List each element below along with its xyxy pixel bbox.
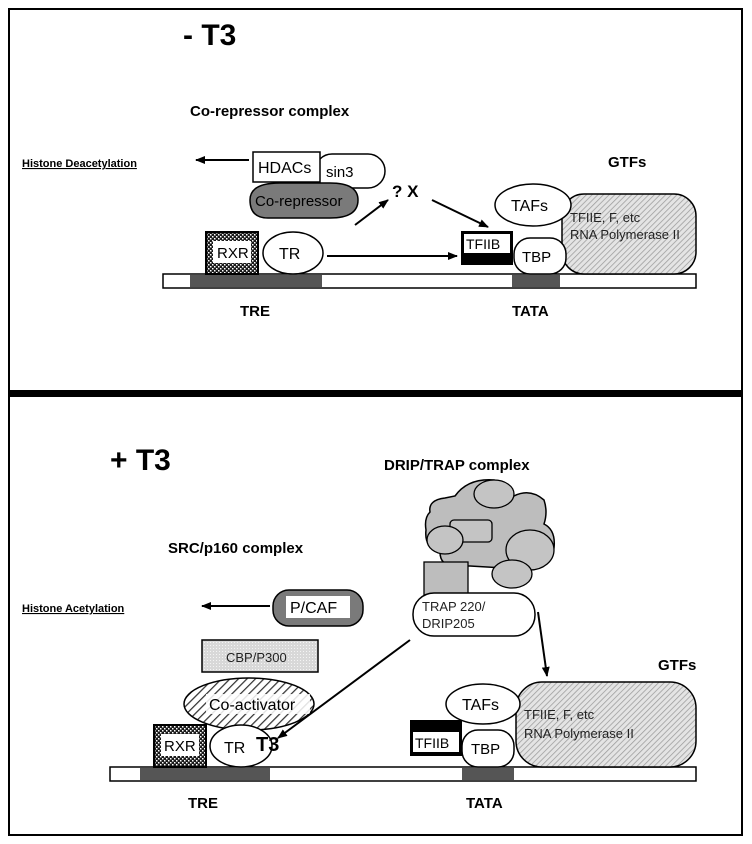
tfiib-label: TFIIB [466, 236, 500, 252]
question-x-label: ? X [392, 182, 419, 201]
tbp-label: TBP [522, 249, 551, 266]
tbp-shape [513, 237, 567, 275]
tata-label: TATA [512, 303, 549, 320]
tfiie-line1: TFIIE, F, etc [524, 707, 595, 722]
tfiie-line2: RNA Polymerase II [524, 726, 634, 741]
drip-subunit [491, 559, 533, 589]
tata-label: TATA [466, 795, 503, 812]
corepressor-label: Co-repressor [255, 193, 343, 210]
trap-to-tr-arrow [277, 639, 411, 739]
tr-label: TR [224, 740, 245, 757]
tafs-label: TAFs [462, 697, 499, 714]
tata-element [512, 275, 560, 287]
pcaf-label-bg [286, 596, 350, 618]
coactivator-label-bg [206, 694, 310, 714]
tafs-shape [494, 183, 572, 227]
trap220-drip205-shape [412, 592, 536, 637]
sin3-label: sin3 [326, 164, 354, 181]
tafs-shape [445, 683, 521, 725]
trap220-line1: TRAP 220/ [422, 599, 486, 614]
gtfs-label: GTFs [608, 154, 646, 171]
drip-subunit [423, 561, 469, 597]
trap-to-polymerase-arrow [537, 611, 550, 677]
tfiib-label: TFIIB [415, 735, 449, 751]
tfiib-label-bg [464, 234, 510, 253]
drip-subunit [473, 479, 515, 509]
tfiib-label-bg [413, 732, 459, 752]
tr-shape [262, 231, 324, 275]
panel-divider [9, 390, 742, 397]
tafs-label: TAFs [511, 198, 548, 215]
corepressor-shape [249, 182, 359, 219]
drip-trap-title: DRIP/TRAP complex [384, 457, 530, 474]
cbp-p300-box [201, 639, 319, 673]
panel-minus-t3: - T3 Co-repressor complex TRE TATA Histo… [22, 19, 697, 320]
coactivator-label: Co-activator [209, 697, 296, 714]
tre-element [190, 275, 322, 287]
rxr-label: RXR [164, 738, 196, 755]
condition-title: + T3 [110, 444, 171, 477]
tre-element [140, 768, 270, 780]
tre-label: TRE [240, 303, 270, 320]
hdacs-label: HDACs [258, 160, 311, 177]
hdacs-box [252, 151, 321, 183]
tr-label: TR [279, 246, 300, 263]
gtfs-label: GTFs [658, 657, 696, 674]
tfiie-line1: TFIIE, F, etc [570, 210, 641, 225]
tata-element [462, 768, 514, 780]
corepressor-block-arrow [354, 199, 389, 226]
histone-deacetylation-label: Histone Deacetylation [22, 158, 137, 170]
tfiie-line2: RNA Polymerase II [570, 227, 680, 242]
condition-title: - T3 [183, 19, 236, 52]
src-p160-title: SRC/p160 complex [168, 540, 304, 557]
drip-trap-complex [423, 479, 556, 597]
tfiie-polymerase-box [515, 681, 697, 768]
tbp-label: TBP [471, 741, 500, 758]
cbp-p300-label: CBP/P300 [226, 650, 287, 665]
rxr-label-bg [161, 734, 199, 756]
tr-shape [209, 724, 273, 768]
outer-frame [8, 8, 743, 836]
t3-label: T3 [256, 734, 279, 756]
rxr-label: RXR [217, 245, 249, 262]
corepressor-complex-title: Co-repressor complex [190, 103, 350, 120]
histone-acetylation-label: Histone Acetylation [22, 603, 125, 615]
trap220-line2: DRIP205 [422, 616, 475, 631]
tre-label: TRE [188, 795, 218, 812]
tfiie-polymerase-box [561, 193, 697, 275]
rxr-label-bg [213, 241, 251, 263]
panel-plus-t3: + T3 DRIP/TRAP complex SRC/p160 complex … [22, 444, 697, 812]
x-to-tfiib-arrow [431, 199, 489, 228]
drip-subunit [426, 525, 464, 555]
pcaf-label: P/CAF [290, 600, 337, 617]
